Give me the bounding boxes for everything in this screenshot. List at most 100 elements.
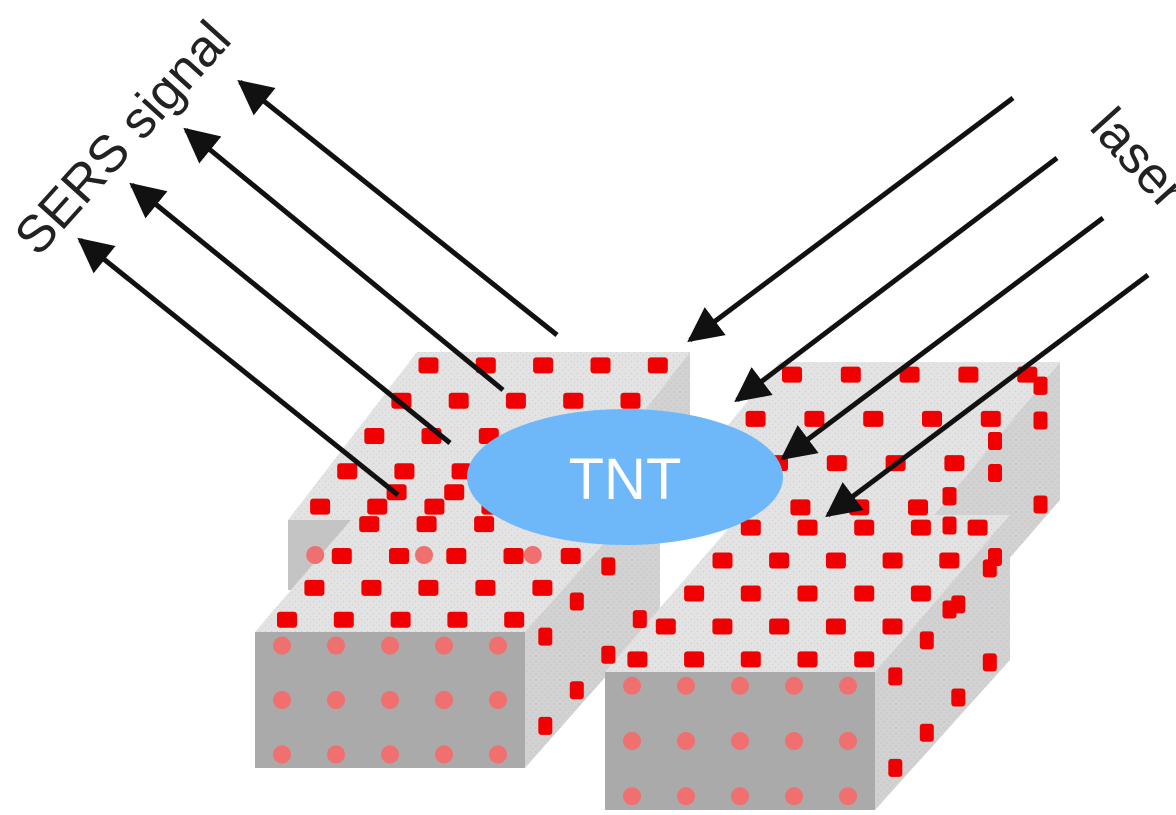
- nanoparticle-dot: [825, 552, 846, 569]
- nanoparticle-dot: [797, 585, 818, 602]
- nanoparticle-dot: [712, 618, 733, 635]
- nanoparticle-dot: [306, 546, 325, 564]
- nanoparticle-dot: [532, 579, 553, 596]
- nanoparticle-dot: [601, 557, 616, 576]
- nanoparticle-dot: [381, 691, 399, 709]
- nanoparticle-dot: [825, 618, 846, 635]
- nanoparticle-dot: [367, 498, 388, 515]
- nanoparticle-dot: [908, 499, 928, 516]
- nanoparticle-dot: [489, 691, 507, 709]
- nanoparticle-dot: [503, 548, 524, 564]
- nanoparticle-dot: [489, 745, 507, 764]
- nanoparticle-dot: [623, 787, 641, 806]
- tnt-analyte: TNT: [467, 409, 783, 545]
- nanoparticle-dot: [731, 732, 749, 750]
- nanoparticle-dot: [474, 516, 495, 533]
- nanoparticle-dot: [655, 618, 676, 635]
- nanoparticle-dot: [424, 498, 445, 515]
- nanoparticle-dot: [359, 516, 380, 533]
- nanoparticle-dot: [273, 745, 291, 764]
- tnt-label: TNT: [569, 447, 682, 512]
- nanoparticle-dot: [988, 432, 1002, 450]
- beam-arrows: [77, 79, 1150, 518]
- nanoparticle-dot: [563, 392, 584, 409]
- nanoparticle-dot: [839, 787, 857, 806]
- nanoparticle-dot: [849, 499, 870, 516]
- nanoparticle-dot: [435, 691, 453, 709]
- nanoparticle-dots: [273, 357, 1048, 806]
- laser-arrow: [687, 95, 1015, 343]
- sers-signal-arrow: [129, 182, 452, 445]
- nanoparticle-dot: [327, 636, 345, 655]
- nanoparticle-dot: [863, 410, 884, 427]
- nanoparticle-dot: [590, 357, 611, 374]
- nanoparticle-dot: [939, 552, 960, 569]
- nanoparticle-dot: [627, 651, 648, 668]
- block-front-right-side: [875, 515, 1010, 810]
- nanoparticle-dot: [394, 463, 415, 480]
- nanoparticle-dot: [560, 548, 581, 564]
- nanoparticle-dot: [910, 519, 931, 536]
- nanoparticle-dot: [899, 366, 920, 383]
- nanoparticle-dot: [839, 676, 857, 695]
- nanoparticle-dot: [632, 610, 647, 629]
- nanoparticle-dot: [684, 651, 705, 668]
- nanoparticle-dot: [304, 579, 325, 596]
- nanoparticle-dot: [327, 745, 345, 764]
- nanoparticle-dot: [277, 611, 297, 628]
- nanoparticle-dot: [677, 787, 695, 806]
- nanoparticle-dot: [922, 410, 942, 427]
- nanoparticle-dot: [504, 611, 525, 628]
- nanoparticle-dot: [364, 428, 385, 444]
- nanoparticle-dot: [310, 498, 331, 515]
- nanoparticle-dot: [533, 357, 554, 374]
- nanoparticle-dot: [415, 546, 433, 564]
- nanoparticle-dot: [505, 392, 526, 409]
- sers-signal-arrow: [183, 127, 505, 392]
- nanoparticle-dot: [785, 787, 803, 806]
- nanoparticle-dot: [1033, 376, 1048, 395]
- nanoparticle-dot: [988, 464, 1002, 482]
- nanoparticle-dot: [435, 636, 453, 655]
- nanoparticle-dot: [381, 636, 399, 655]
- nanoparticle-dot: [569, 592, 584, 611]
- nanoparticle-dot: [647, 357, 668, 374]
- laser-arrow: [734, 156, 1059, 403]
- nanoparticle-dot: [854, 651, 875, 668]
- laser-arrow: [825, 273, 1150, 518]
- sers-signal-arrow: [237, 79, 559, 337]
- nanoparticle-dot: [448, 392, 469, 409]
- nanoparticle-dot: [840, 366, 861, 383]
- tnt-ellipse: [467, 409, 783, 545]
- nanoparticle-dot: [331, 548, 352, 564]
- nanoparticle-dot: [797, 651, 818, 668]
- nanoparticle-dot: [804, 410, 825, 427]
- nanoparticle-dot: [888, 667, 903, 686]
- nanoparticle-dot: [951, 688, 966, 707]
- nanoparticle-dot: [623, 732, 641, 750]
- sers-signal-label: SERS signal: [4, 10, 242, 266]
- nanoparticle-dot: [381, 745, 399, 764]
- nanoparticle-dot: [389, 548, 409, 564]
- nanoparticle-dot: [489, 636, 507, 655]
- nanoparticle-dot: [839, 732, 857, 750]
- nanoparticle-dot: [967, 519, 988, 536]
- nanoparticle-dot: [888, 758, 903, 777]
- nanoparticle-dot: [390, 611, 411, 628]
- nanoparticle-dot: [677, 732, 695, 750]
- nanoparticle-dot: [620, 392, 641, 409]
- nanoparticle-dot: [882, 618, 903, 635]
- nanoparticle-dot: [740, 651, 761, 668]
- nanoparticle-dot: [451, 463, 472, 480]
- nanoparticle-dot: [797, 519, 818, 536]
- sers-signal-arrow: [77, 237, 400, 497]
- nanoparticle-dot: [712, 552, 733, 569]
- laser-label: laser: [1079, 97, 1176, 220]
- nanoparticle-dot: [790, 499, 811, 516]
- nanoparticle-dot: [826, 455, 847, 472]
- nanoparticle-dot: [745, 410, 766, 427]
- nanoparticle-dot: [785, 676, 803, 695]
- nanoparticle-dot: [785, 732, 803, 750]
- nanoparticle-dot: [273, 636, 291, 655]
- nanoparticle-dot: [769, 552, 790, 569]
